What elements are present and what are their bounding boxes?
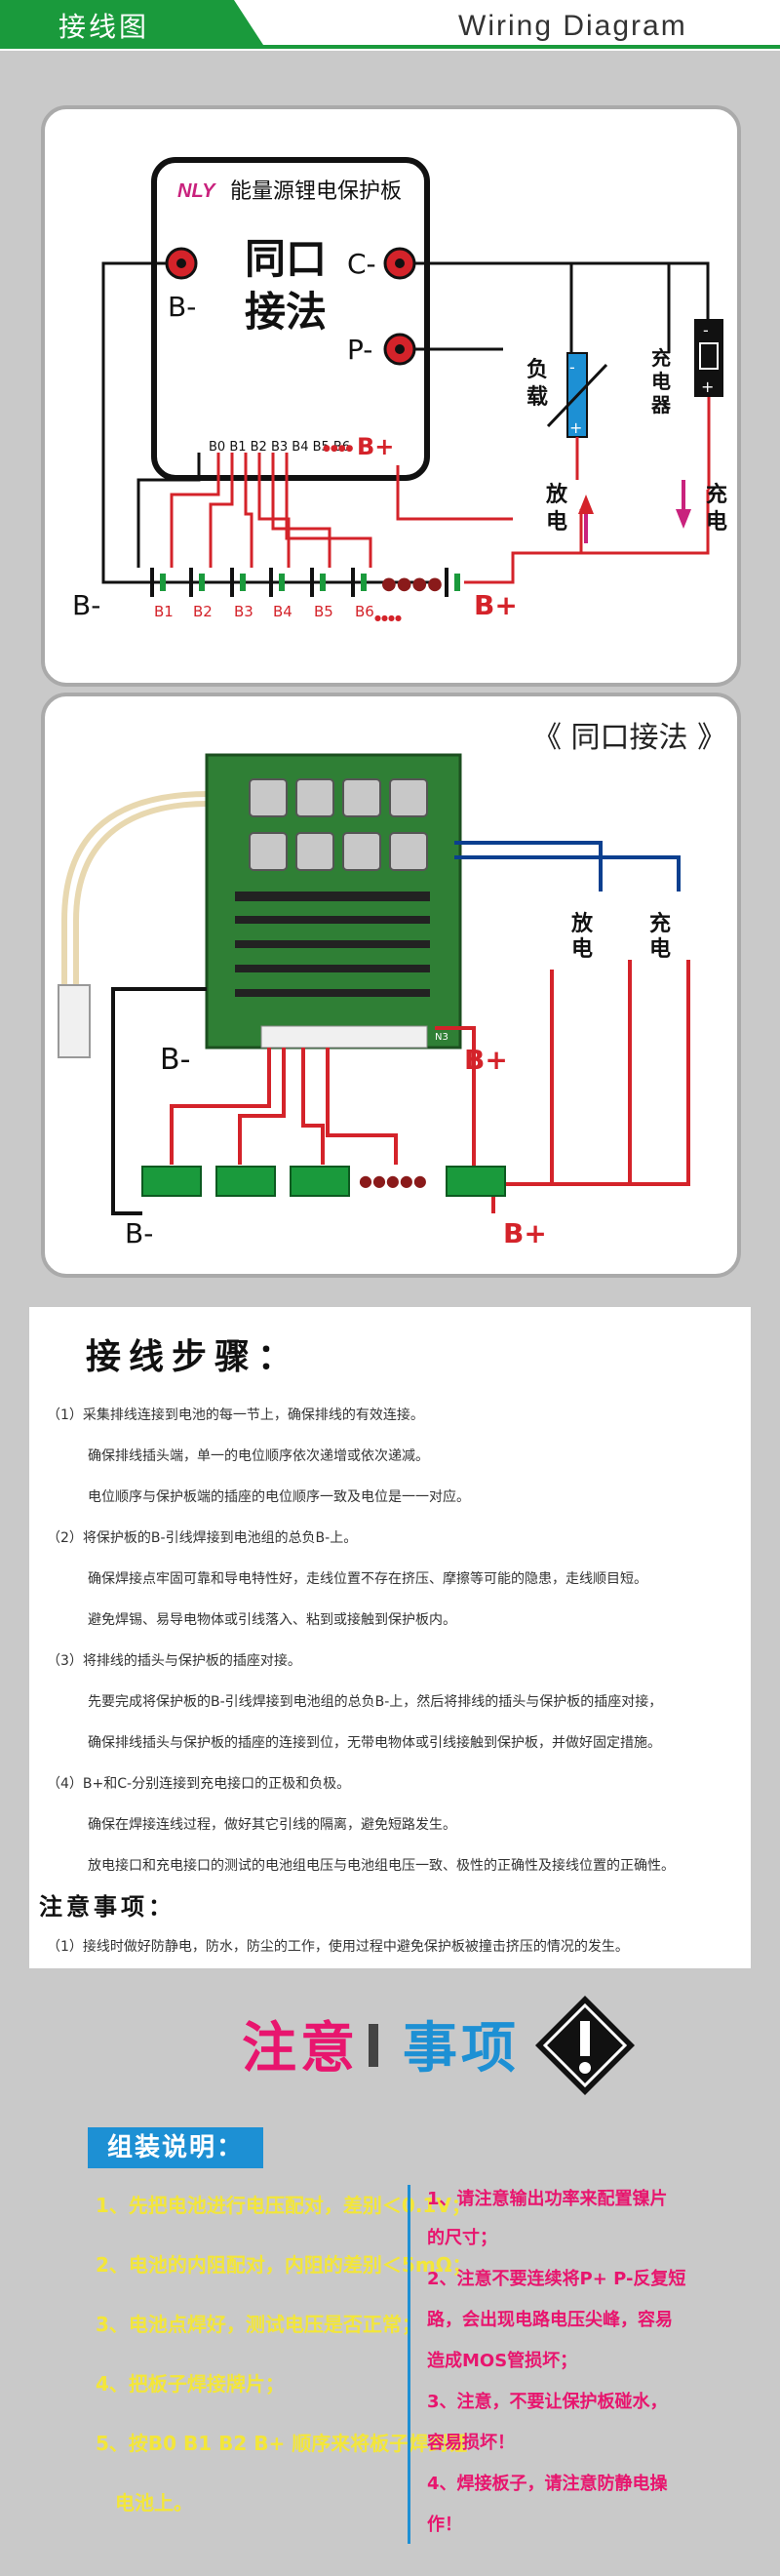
header-title-cn: 接线图: [58, 11, 150, 43]
discharge-2-label-2: 电: [571, 937, 593, 962]
assembly-step: 3、电池点焊好，测试电压是否正常；: [96, 2313, 421, 2336]
caution-line: 路，会出现电路电压尖峰，容易: [427, 2310, 673, 2330]
wiring-steps-box: 接线步骤： （1）采集排线连接到电池的每一节上，确保排线的有效连接。 确保排线插…: [29, 1307, 751, 1968]
step-line: 放电接口和充电接口的测试的电池组电压与电池组电压一致、极性的正确性及接线位置的正…: [88, 1858, 675, 1874]
step-line: 确保焊接点牢固可靠和导电特性好，走线位置不存在挤压、摩擦等可能的隐患，走线顺目短…: [88, 1571, 647, 1587]
notice-heading-red: 注意: [242, 2017, 359, 2081]
board-photo-panel: 《 同口接法 》 N3 B- B+ ●: [41, 693, 741, 1278]
charger-label-3: 器: [650, 393, 672, 416]
pin-labels: B0 B1 B2 B3 B4 B5 B6: [209, 440, 350, 455]
header-title-en: Wiring Diagram: [458, 10, 687, 42]
connector-label: N3: [435, 1032, 448, 1043]
step-line: （4）B+和C-分别连接到充电接口的正极和负极。: [47, 1776, 351, 1792]
header-underline: [0, 45, 780, 49]
step-line: 确保排线插头端，单一的电位顺序依次递增或依次递减。: [88, 1448, 429, 1464]
charge-arrow: [676, 509, 691, 529]
notice-line: （1）接线时做好防静电，防水，防尘的工作，使用过程中避免保护板被撞击挤压的情况的…: [47, 1939, 629, 1955]
assembly-step: 4、把板子焊接牌片；: [96, 2372, 285, 2396]
main-b-minus-label: B-: [72, 589, 100, 621]
b-minus-2: B-: [125, 1217, 153, 1249]
svg-text:-: -: [703, 321, 709, 339]
cell-label-b3: B3: [234, 603, 254, 620]
ntc-sensor: [58, 984, 91, 1058]
step-line: 避免焊锡、易导电物体或引线落入、粘到或接触到保护板内。: [88, 1612, 456, 1628]
c-minus-label: C-: [347, 248, 376, 280]
step-line: 电位顺序与保护板端的插座的电位顺序一致及电位是一一对应。: [88, 1489, 470, 1505]
charger-label-1: 充: [651, 346, 671, 370]
board-b-minus: B-: [160, 1043, 190, 1077]
cell-label-b6: B6: [355, 603, 374, 620]
charger-label-2: 电: [651, 370, 671, 393]
caution-line: 1、请注意输出功率来配置镍片: [427, 2189, 668, 2209]
charge-label-1: 充: [706, 482, 727, 507]
board-b-plus: B+: [464, 1044, 508, 1076]
p-minus-label: P-: [347, 334, 372, 366]
cell-label-dots: ●●●●: [374, 614, 402, 622]
discharge-2-label-1: 放: [570, 911, 594, 936]
b-plus-2: B+: [503, 1217, 547, 1249]
step-line: 确保排线插头与保护板的插座的连接到位，无带电物体或引线接触到保护板，并做好固定措…: [88, 1735, 661, 1751]
warning-icon: [535, 1996, 635, 2095]
notice-separator: [369, 2024, 378, 2067]
battery-cells: [150, 568, 460, 597]
b-minus-label: B-: [168, 291, 196, 323]
pin-dots: ●●●●: [323, 444, 354, 454]
header-tab: [0, 0, 263, 45]
method-line1: 同口: [245, 235, 327, 283]
caution-line: 4、焊接板子，请注意防静电操: [427, 2474, 668, 2494]
method-line2: 接法: [245, 288, 327, 336]
charge-2-label-1: 充: [649, 911, 671, 936]
balance-connector: [260, 1025, 428, 1049]
caution-line: 容易损坏！: [427, 2433, 515, 2453]
charge-2-label-2: 电: [649, 937, 671, 962]
assembly-divider: [408, 2185, 410, 2544]
main-b-plus-label: B+: [474, 589, 518, 621]
board-b-plus-label: B+: [357, 433, 394, 460]
step-line: 先要完成将保护板的B-引线焊接到电池组的总负B-上，然后将排线的插头与保护板的插…: [88, 1694, 663, 1710]
board-name: 能量源锂电保护板: [230, 179, 402, 204]
svg-text:+: +: [569, 418, 582, 437]
caution-line: 3、注意，不要让保护板碰水，: [427, 2392, 668, 2412]
assembly-step: 5、按B0 B1 B2 B+ 顺序来将板子焊到锂: [96, 2432, 468, 2455]
assembly-title: 组装说明：: [88, 2127, 263, 2168]
wiring-schematic-panel: NLY 能量源锂电保护板 同口 接法 B- C- P- B0 B1 B2 B3 …: [41, 105, 741, 687]
board-illustration: 《 同口接法 》 N3 B- B+ ●: [58, 721, 726, 1249]
cell-label-b4: B4: [273, 603, 292, 620]
wiring-schematic: NLY 能量源锂电保护板 同口 接法 B- C- P- B0 B1 B2 B3 …: [72, 157, 727, 622]
caution-line: 作！: [427, 2515, 462, 2535]
discharge-arrow: [578, 495, 594, 514]
step-line: （1）采集排线连接到电池的每一节上，确保排线的有效连接。: [47, 1407, 424, 1423]
discharge-label-2: 电: [546, 510, 567, 535]
cell-dots: ●●●●: [381, 574, 443, 594]
load-label-2: 载: [526, 384, 548, 410]
notice-title: 注意事项：: [39, 1892, 176, 1921]
caution-line: 2、注意不要连续将P+ P-反复短: [427, 2269, 686, 2289]
cell-label-b1: B1: [154, 603, 174, 620]
caution-line: 造成MOS管损坏；: [427, 2351, 578, 2371]
battery-cells-2: [141, 1166, 506, 1197]
step-line: 确保在焊接连线过程，做好其它引线的隔离，避免短路发生。: [88, 1817, 456, 1833]
assembly-step: 电池上。: [115, 2491, 193, 2515]
svg-text:●●●●●: ●●●●●: [359, 1171, 427, 1190]
step-line: （3）将排线的插头与保护板的插座对接。: [47, 1653, 301, 1669]
step-line: （2）将保护板的B-引线焊接到电池组的总负B-上。: [47, 1530, 358, 1546]
assembly-step: 2、电池的内阻配对，内阻的差别＜5mΩ；: [96, 2253, 472, 2277]
cell-label-b5: B5: [314, 603, 333, 620]
board-brand: NLY: [177, 180, 216, 202]
steps-title: 接线步骤：: [86, 1336, 301, 1377]
svg-text:-: -: [569, 358, 575, 376]
protection-board: [151, 157, 430, 481]
discharge-label-1: 放: [545, 482, 568, 507]
charge-label-2: 电: [706, 510, 727, 535]
diagram2-title: 《 同口接法 》: [532, 721, 726, 755]
assembly-step: 1、先把电池进行电压配对，差别＜0.1V；: [96, 2194, 471, 2217]
notice-heading-blue: 事项: [403, 2017, 520, 2081]
svg-text:+: +: [701, 377, 714, 396]
cell-label-b2: B2: [193, 603, 213, 620]
load-label-1: 负: [526, 358, 548, 382]
caution-line: 的尺寸；: [427, 2228, 497, 2248]
